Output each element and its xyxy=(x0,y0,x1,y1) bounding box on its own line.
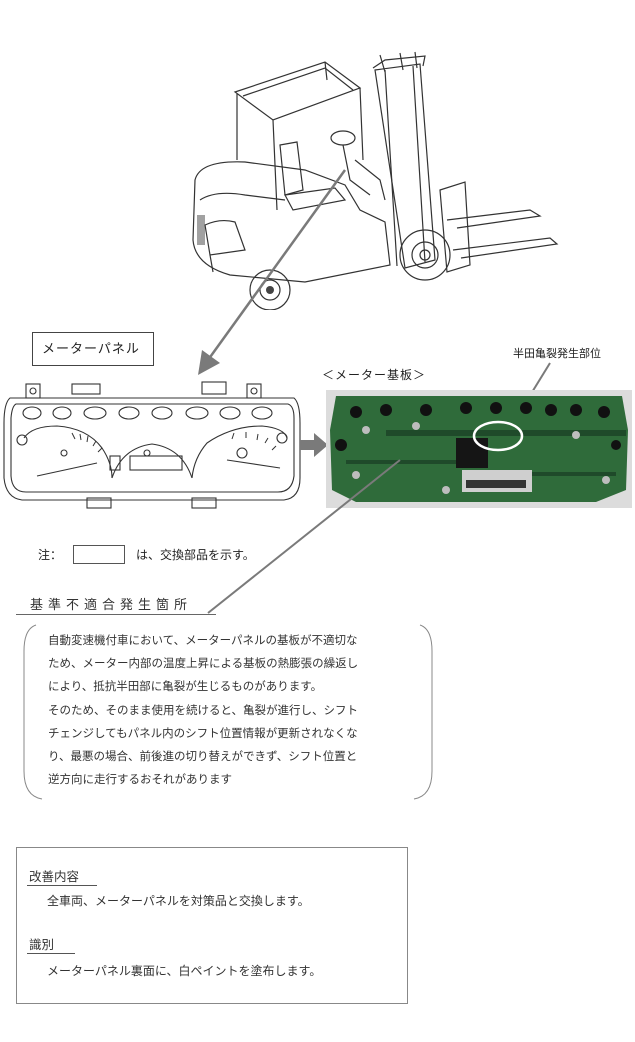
board-to-section-line xyxy=(207,459,401,614)
nonconformance-line: 逆方向に走行するおそれがあります xyxy=(48,772,232,786)
nonconformance-line: ため、メーター内部の温度上昇による基板の熱膨張の繰返し xyxy=(48,656,359,670)
identification-text: メーターパネル裏面に、白ペイントを塗布します。 xyxy=(47,964,322,978)
nonconformance-line: そのため、そのまま使用を続けると、亀裂が進行し、シフト xyxy=(48,703,359,717)
meter-board-label: ＜メーター基板＞ xyxy=(322,368,427,382)
improvement-text: 全車両、メーターパネルを対策品と交換します。 xyxy=(47,894,310,908)
meter-panel-drawing xyxy=(3,381,301,509)
meter-panel-label: メーターパネル xyxy=(42,342,140,357)
improvement-box: 改善内容 全車両、メーターパネルを対策品と交換します。 識別 メーターパネル裏面… xyxy=(16,847,408,1004)
identification-title: 識別 xyxy=(29,937,55,952)
nonconformance-title-underline xyxy=(16,614,216,615)
forklift-illustration xyxy=(192,51,559,310)
improvement-title-underline xyxy=(27,885,97,886)
nonconformance-description: 自動変速機付車において、メーターパネルの基板が不適切な ため、メーター内部の温度… xyxy=(22,621,434,801)
note-legend-box xyxy=(73,545,125,564)
pointer-arrow-to-panel xyxy=(198,169,347,375)
nonconformance-line: により、抵抗半田部に亀裂が生じるものがあります。 xyxy=(48,679,323,693)
nonconformance-line: 自動変速機付車において、メーターパネルの基板が不適切な xyxy=(48,633,358,647)
note-prefix: 注： xyxy=(38,548,63,562)
nonconformance-line: り、最悪の場合、前後進の切り替えができず、シフト位置と xyxy=(48,749,358,763)
panel-to-board-arrow xyxy=(300,433,328,457)
improvement-title: 改善内容 xyxy=(29,869,80,884)
crack-location-label: 半田亀裂発生部位 xyxy=(513,347,601,360)
meter-panel-label-box xyxy=(32,332,154,366)
note-text: は、交換部品を示す。 xyxy=(136,548,255,562)
meter-board-photo xyxy=(326,390,632,508)
identification-title-underline xyxy=(27,953,75,954)
bracket-frame xyxy=(23,624,433,800)
nonconformance-title: 基準不適合発生箇所 xyxy=(30,598,193,613)
nonconformance-line: チェンジしてもパネル内のシフト位置情報が更新されなくな xyxy=(48,726,358,740)
